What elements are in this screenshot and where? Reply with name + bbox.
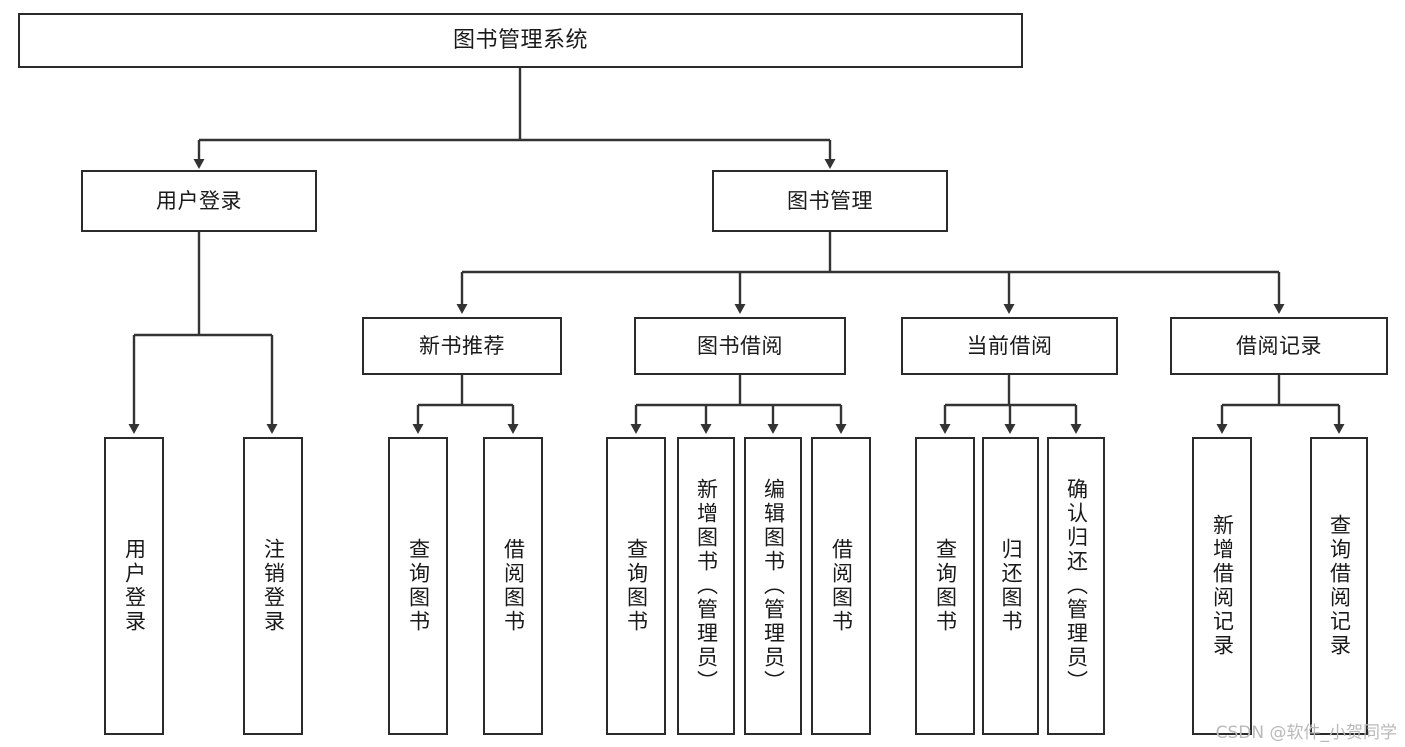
- leaf-query-books-current[interactable]: 查询图书: [915, 437, 975, 735]
- watermark: CSDN @软件_小贺同学: [1215, 723, 1397, 743]
- leaf-borrow-books[interactable]: 借阅图书: [811, 437, 871, 735]
- node-label: 注销登录: [261, 538, 286, 634]
- node-label: 用户登录: [156, 188, 242, 213]
- node-label: 图书管理: [787, 188, 873, 213]
- leaf-add-book-admin[interactable]: 新增图书（管理员）: [677, 437, 735, 735]
- node-label: 归还图书: [999, 538, 1023, 634]
- node-label: 图书借阅: [697, 333, 783, 358]
- node-label: 确认归还（管理员）: [1064, 478, 1089, 694]
- leaf-edit-book-admin[interactable]: 编辑图书（管理员）: [744, 437, 802, 735]
- node-label: 查询图书: [933, 538, 958, 634]
- leaf-confirm-return-admin[interactable]: 确认归还（管理员）: [1047, 437, 1105, 735]
- node-label: 查询图书: [624, 538, 649, 634]
- leaf-query-borrow-record[interactable]: 查询借阅记录: [1310, 437, 1368, 735]
- node-book-borrow[interactable]: 图书借阅: [634, 317, 846, 375]
- leaf-query-books-borrow[interactable]: 查询图书: [606, 437, 666, 735]
- node-label: 新增借阅记录: [1210, 514, 1235, 658]
- node-new-book-recommend[interactable]: 新书推荐: [362, 317, 562, 375]
- leaf-user-logout[interactable]: 注销登录: [243, 437, 303, 735]
- node-label: 借阅图书: [829, 538, 854, 634]
- leaf-user-login[interactable]: 用户登录: [104, 437, 164, 735]
- node-label: 借阅记录: [1236, 333, 1322, 358]
- node-label: 当前借阅: [966, 333, 1053, 358]
- node-book-management[interactable]: 图书管理: [712, 170, 948, 232]
- node-label: 新书推荐: [419, 333, 505, 358]
- node-label: 借阅图书: [501, 538, 526, 634]
- node-current-borrow[interactable]: 当前借阅: [901, 317, 1118, 375]
- node-label: 编辑图书（管理员）: [761, 478, 786, 694]
- node-borrow-records[interactable]: 借阅记录: [1170, 317, 1388, 375]
- node-label: 新增图书（管理员）: [694, 478, 719, 694]
- node-root-system[interactable]: 图书管理系统: [18, 13, 1023, 68]
- leaf-query-books-new[interactable]: 查询图书: [388, 437, 448, 735]
- leaf-return-books[interactable]: 归还图书: [982, 437, 1039, 735]
- leaf-add-borrow-record[interactable]: 新增借阅记录: [1192, 437, 1252, 735]
- node-label: 用户登录: [122, 538, 147, 634]
- node-label: 查询借阅记录: [1327, 514, 1352, 658]
- node-user-login[interactable]: 用户登录: [81, 170, 317, 232]
- node-label: 查询图书: [406, 538, 431, 634]
- leaf-borrow-books-new[interactable]: 借阅图书: [483, 437, 543, 735]
- node-label: 图书管理系统: [452, 27, 588, 53]
